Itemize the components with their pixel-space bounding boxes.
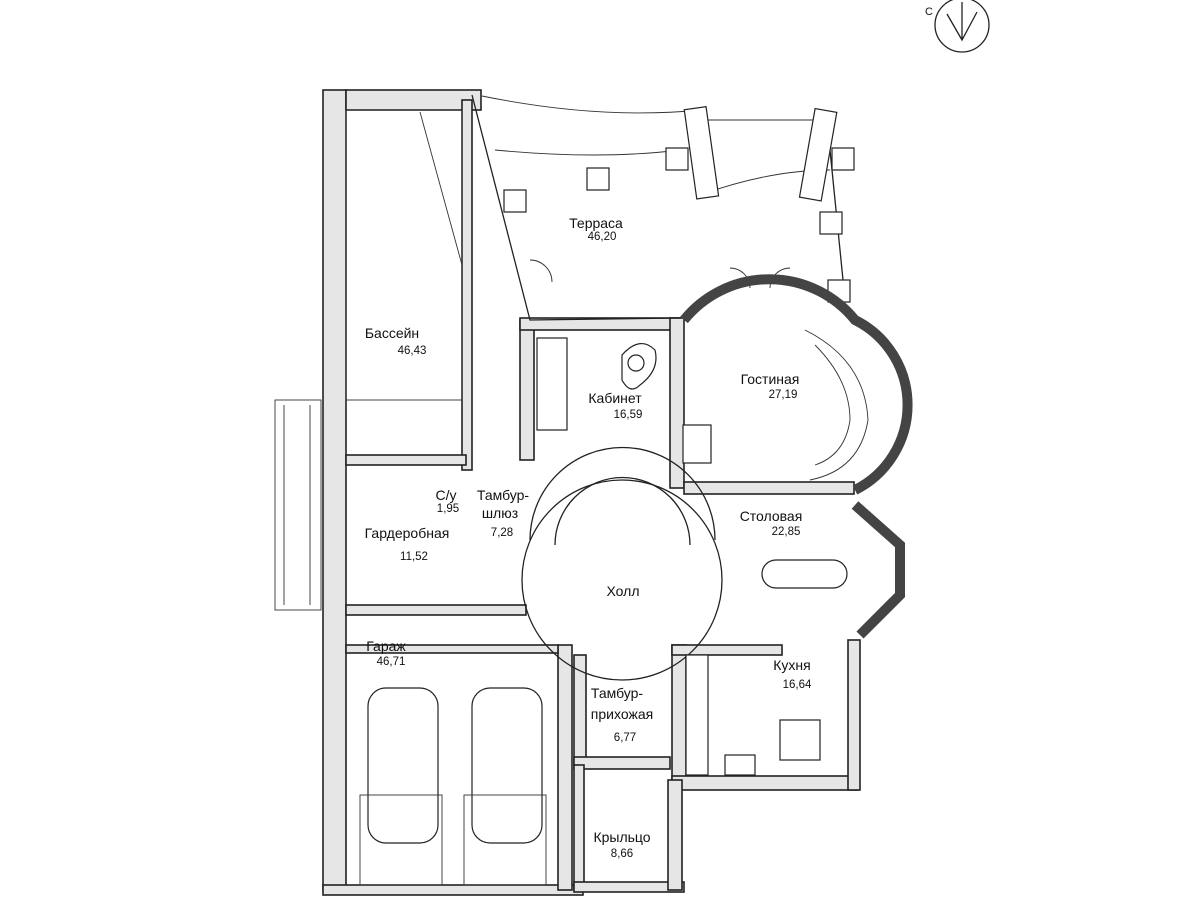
living-south-wall (683, 481, 855, 495)
car-2 (471, 687, 543, 844)
terrace-canopy-2 (494, 149, 681, 156)
porch-east-wall (667, 779, 683, 891)
entry-name-line1: Тамбур- (591, 685, 644, 701)
entry-area: 6,77 (614, 732, 636, 744)
pool-slope (419, 111, 463, 266)
terrace-column-2 (586, 167, 610, 191)
terrace-beam-post-1 (683, 106, 720, 200)
hall-name: Холл (607, 583, 640, 599)
pool-south-wall (345, 454, 467, 466)
garage-cars (359, 687, 547, 886)
office-west-wall (519, 319, 535, 461)
kitchen-area: 16,64 (783, 679, 812, 691)
terrace-column-4 (831, 147, 855, 171)
wc-name: С/у (436, 487, 457, 503)
dining-area: 22,85 (772, 526, 801, 538)
terrace-column-3 (665, 147, 689, 171)
pool-east-wall (461, 99, 473, 471)
compass-arrow (946, 2, 978, 42)
office-area: 16,59 (614, 409, 643, 421)
kitchen-name: Кухня (773, 657, 810, 673)
pool-basin (345, 109, 463, 401)
outer-walls (322, 89, 861, 896)
dining-furniture (761, 501, 905, 639)
compass: С (925, 0, 990, 53)
office-name: Кабинет (588, 390, 642, 406)
terrace-name: Терраса (569, 215, 623, 231)
wardrobe-name: Гардеробная (365, 525, 450, 541)
porch-west-wall (573, 764, 585, 891)
dining-table (761, 559, 848, 589)
compass-north-label: С (925, 6, 933, 18)
kitchen-sink (724, 754, 756, 776)
living-curved-wall (680, 274, 913, 495)
terrace (471, 94, 855, 321)
garage-north-wall (345, 644, 559, 654)
staircase (521, 446, 723, 681)
entry-name-line2: прихожая (591, 706, 653, 722)
kitchen-table (779, 719, 821, 761)
living-sofa-outer (804, 329, 869, 481)
terrace-column-5 (819, 211, 843, 235)
exterior-stairs (274, 399, 322, 611)
kitchen-counter (685, 654, 709, 776)
office-chair (627, 354, 645, 372)
terrace-beam-post-2 (798, 107, 838, 202)
kitchen-north-wall (671, 644, 783, 656)
living-name: Гостиная (741, 371, 800, 387)
airlock-name-line2: шлюз (482, 505, 518, 521)
terrace-west-edge (471, 94, 681, 321)
dining-name: Столовая (740, 508, 803, 524)
porch-north-wall (573, 756, 671, 770)
porch-south-wall (573, 881, 685, 893)
pool-area: 46,43 (398, 345, 427, 357)
dining-bay (851, 501, 905, 639)
pool (345, 109, 463, 401)
north-wall-pool (345, 89, 482, 111)
exterior-stair-rails (283, 405, 311, 605)
compass-circle (934, 0, 990, 53)
garage-name: Гараж (366, 638, 406, 654)
office-sofa (536, 337, 568, 431)
kitchen-east-wall (847, 639, 861, 791)
south-wall-garage (322, 884, 584, 896)
kitchen-furniture (685, 654, 821, 776)
garage-area: 46,71 (377, 656, 406, 668)
office-furniture (536, 337, 657, 431)
garage-door-2 (463, 794, 547, 886)
garage-door-1 (359, 794, 443, 886)
living-area: 27,19 (769, 389, 798, 401)
terrace-door-swing (529, 259, 553, 283)
living-bay (680, 274, 913, 495)
fireplace (682, 424, 712, 464)
exterior-stair-run (274, 399, 322, 611)
car-1 (367, 687, 439, 844)
terrace-column-1 (503, 189, 527, 213)
living-sofa-inner (814, 344, 851, 466)
wardrobe-area: 11,52 (400, 551, 428, 563)
hall-circle (521, 479, 723, 681)
entry-west-wall (573, 654, 587, 766)
wc-area: 1,95 (437, 503, 459, 515)
west-wall (322, 89, 347, 891)
pool-name: Бассейн (365, 325, 419, 341)
wardrobe-south-wall (345, 604, 527, 616)
porch-area: 8,66 (611, 848, 633, 860)
airlock-area: 7,28 (491, 527, 513, 539)
garage-east-wall (557, 644, 573, 891)
airlock-name-line1: Тамбур- (477, 487, 530, 503)
kitchen-south-wall (671, 775, 859, 791)
stair-inner (554, 476, 691, 546)
terrace-area: 46,20 (588, 231, 617, 243)
porch-name: Крыльцо (593, 829, 650, 845)
stair-outer (529, 446, 716, 541)
